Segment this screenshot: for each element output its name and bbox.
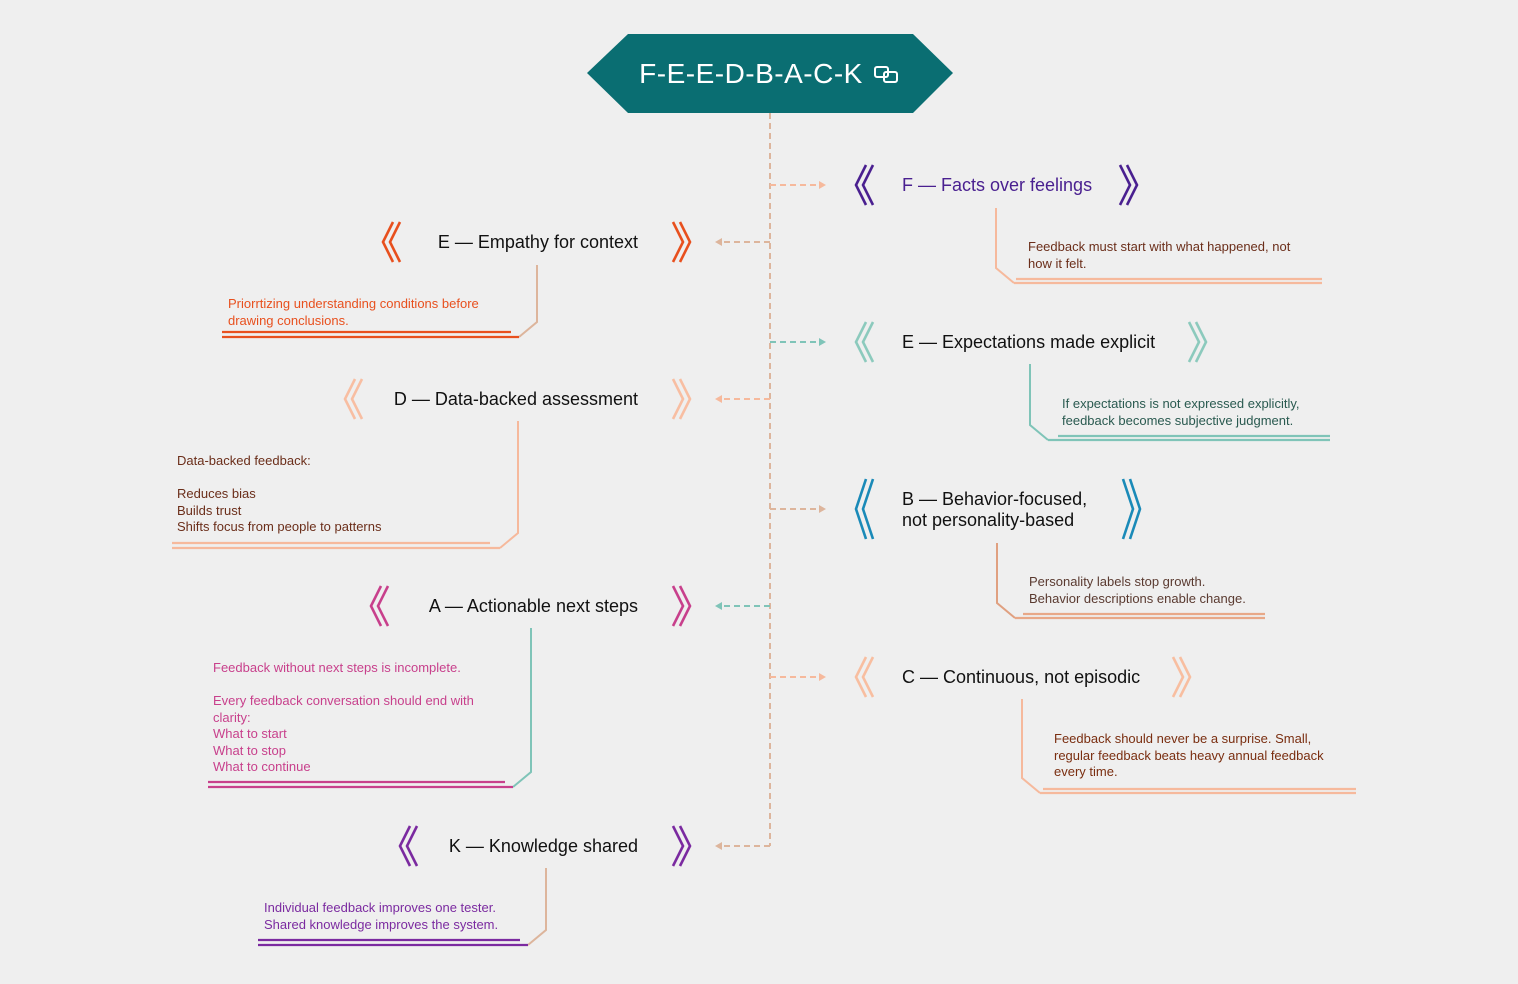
topic-k-title[interactable]: K — Knowledge shared — [448, 836, 638, 856]
topic-d-desc: Data-backed feedback: Reduces bias Build… — [177, 453, 382, 534]
chevron-right-icon — [671, 378, 685, 420]
chevron-right-icon — [678, 378, 692, 420]
arrow-to-e1-head — [715, 238, 722, 246]
link-icon[interactable] — [873, 64, 901, 84]
chevron-left-icon — [854, 164, 868, 206]
chevron-right-icon — [678, 585, 692, 627]
chevron-left-icon — [398, 825, 412, 867]
chevron-left-icon — [854, 321, 868, 363]
arrow-to-f-head — [819, 181, 826, 189]
topic-b-title[interactable]: B — Behavior-focused, not personality-ba… — [902, 489, 1088, 530]
topic-c-connector-stem — [1021, 699, 1041, 794]
topic-c-desc: Feedback should never be a surprise. Sma… — [1054, 731, 1324, 779]
topic-f-connector-stem — [995, 208, 1015, 284]
chevron-left-icon — [381, 221, 395, 263]
topic-e2-desc: If expectations is not expressed explici… — [1062, 396, 1300, 428]
chevron-left-icon — [861, 164, 875, 206]
topic-a-title[interactable]: A — Actionable next steps — [428, 596, 638, 616]
topic-e2-title[interactable]: E — Expectations made explicit — [902, 332, 1156, 352]
chevron-left-icon — [854, 656, 868, 698]
chevron-right-icon — [671, 221, 685, 263]
arrow-to-e2-head — [819, 338, 826, 346]
topic-e1-connector-stem — [518, 265, 538, 338]
chevron-left-icon — [376, 585, 390, 627]
arrow-to-c-head — [819, 673, 826, 681]
topic-d-title[interactable]: D — Data-backed assessment — [393, 389, 638, 409]
topic-k-connector-stem — [527, 868, 547, 946]
chevron-right-icon — [671, 825, 685, 867]
chevron-right-icon — [1128, 478, 1142, 540]
topic-a-connector-stem — [512, 628, 532, 788]
topic-f-desc: Feedback must start with what happened, … — [1028, 239, 1291, 271]
chevron-right-icon — [1125, 164, 1139, 206]
arrow-to-a-head — [715, 602, 722, 610]
chevron-right-icon — [1187, 321, 1201, 363]
chevron-left-icon — [388, 221, 402, 263]
chevron-right-icon — [678, 825, 692, 867]
chevron-right-icon — [671, 585, 685, 627]
chevron-right-icon — [678, 221, 692, 263]
chevron-left-icon — [350, 378, 364, 420]
chevron-left-icon — [405, 825, 419, 867]
arrow-to-b-head — [819, 505, 826, 513]
chevron-right-icon — [1178, 656, 1192, 698]
topic-a-desc: Feedback without next steps is incomplet… — [213, 660, 474, 774]
topic-f-title[interactable]: F — Facts over feelings — [902, 175, 1093, 195]
chevron-left-icon — [861, 321, 875, 363]
topic-c-title[interactable]: C — Continuous, not episodic — [902, 667, 1141, 687]
chevron-left-icon — [861, 656, 875, 698]
chevron-right-icon — [1194, 321, 1208, 363]
topic-d-connector-stem — [499, 421, 519, 549]
topic-b-connector-stem — [996, 543, 1016, 619]
arrow-to-k-head — [715, 842, 722, 850]
topic-e1-desc: Priorrtizing understanding conditions be… — [228, 296, 479, 328]
chevron-right-icon — [1118, 164, 1132, 206]
topic-e2-connector-stem — [1029, 364, 1049, 441]
topic-e1-title[interactable]: E — Empathy for context — [437, 232, 638, 252]
root-node-shape — [587, 34, 953, 113]
chevron-right-icon — [1171, 656, 1185, 698]
arrow-to-d-head — [715, 395, 722, 403]
root-title: F-E-E-D-B-A-C-K — [639, 57, 863, 89]
topic-k-desc: Individual feedback improves one tester.… — [264, 900, 499, 932]
chevron-left-icon — [854, 478, 868, 540]
topic-b-desc: Personality labels stop growth. Behavior… — [1029, 574, 1246, 606]
root-node[interactable]: F-E-E-D-B-A-C-K — [587, 34, 953, 113]
chevron-right-icon — [1121, 478, 1135, 540]
chevron-left-icon — [369, 585, 383, 627]
chevron-left-icon — [861, 478, 875, 540]
chevron-left-icon — [343, 378, 357, 420]
